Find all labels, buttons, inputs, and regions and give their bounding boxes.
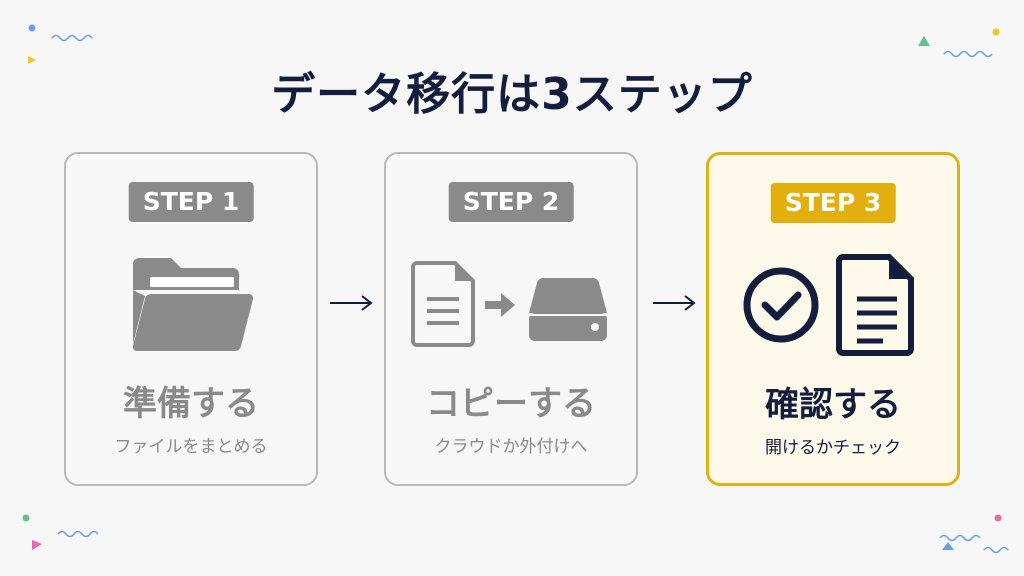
arrow-icon: [485, 293, 515, 317]
step-description: 開けるかチェック: [765, 438, 901, 458]
step-card-3: STEP 3 確認する 開けるかチェック: [706, 152, 960, 486]
step-heading: 確認する: [765, 385, 901, 425]
confetti-bottom-right: [939, 514, 1009, 554]
step-description: クラウドか外付けへ: [434, 437, 588, 457]
folder-icon: [132, 258, 253, 352]
step-card-1: STEP 1 準備する ファイルをまとめる: [64, 152, 318, 486]
check-circle-icon: [743, 267, 819, 343]
step-description: ファイルをまとめる: [114, 437, 268, 457]
confetti-bottom-left: [22, 514, 99, 550]
document-icon: [836, 254, 914, 356]
confetti-top-left: [28, 24, 93, 64]
step-badge: STEP 1: [128, 182, 254, 222]
step-badge: STEP 2: [448, 182, 574, 222]
document-to-drive-icon: [411, 261, 607, 347]
page-title: データ移行は3ステップ: [271, 69, 753, 120]
arrow-right-icon: [653, 295, 696, 311]
arrow-right-icon: [330, 295, 373, 311]
drive-icon: [529, 277, 607, 341]
step-heading: 準備する: [123, 384, 259, 424]
confetti-top-right: [918, 28, 1000, 58]
step-badge: STEP 3: [770, 183, 896, 223]
check-document-icon: [743, 254, 914, 356]
step-heading: コピーする: [426, 384, 596, 424]
step-card-2: STEP 2 コピーする クラウドか外付けへ: [384, 152, 638, 486]
document-icon: [411, 261, 475, 347]
